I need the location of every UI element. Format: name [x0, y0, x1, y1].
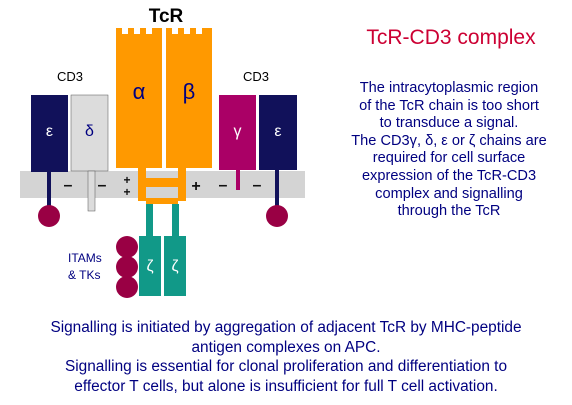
explanation-line: through the TcR	[397, 203, 501, 220]
gamma-symbol: γ	[234, 123, 242, 140]
zeta-right-symbol: ζ	[171, 258, 178, 275]
explanation-line: required for cell surface	[372, 150, 526, 167]
explanation-line: of the TcR chain is too short	[359, 97, 539, 114]
zeta-chain-dimer: ζ ζ	[139, 204, 186, 296]
explanation-line: to transduce a signal.	[379, 115, 519, 132]
itam-balls	[116, 236, 138, 298]
explanation-text: The intracytoplasmic region of the TcR c…	[318, 80, 572, 221]
tks-label: & TKs	[68, 268, 100, 282]
zeta-left-symbol: ζ	[146, 258, 153, 275]
cd3-left-label: CD3	[57, 69, 83, 84]
epsilon-left-symbol: ε	[46, 123, 53, 140]
epsilon-left-knob	[38, 205, 60, 227]
epsilon-right-symbol: ε	[274, 123, 281, 140]
itam-ball	[116, 276, 138, 298]
caption-line: Signalling is initiated by aggregation o…	[50, 319, 522, 336]
cd3-gamma-chain: γ	[219, 95, 256, 190]
beta-symbol: β	[183, 79, 196, 104]
tcr-alpha-chain: α	[116, 28, 162, 201]
tcr-beta-chain: β	[166, 28, 212, 201]
caption-text: Signalling is initiated by aggregation o…	[0, 318, 572, 396]
caption-line: antigen complexes on APC.	[191, 338, 381, 356]
caption-line: Signalling is essential for clonal proli…	[64, 358, 508, 375]
charge-epsilon-right: –	[253, 177, 262, 194]
charge-gamma: –	[219, 177, 228, 194]
tcr-label: TcR	[149, 6, 184, 27]
itam-ball	[116, 236, 138, 258]
delta-symbol: δ	[85, 123, 94, 140]
explanation-line: The intracytoplasmic region	[359, 80, 539, 96]
cd3-epsilon-left-chain: ε	[31, 95, 68, 227]
alpha-symbol: α	[133, 79, 146, 104]
epsilon-right-knob	[266, 205, 288, 227]
explanation-line: expression of the TcR-CD3	[361, 167, 537, 184]
cd3-right-label: CD3	[243, 69, 269, 84]
itam-ball	[116, 256, 138, 278]
cd3-delta-chain: δ	[70, 94, 109, 212]
caption-line: effector T cells, but alone is insuffici…	[74, 377, 498, 395]
cd3-epsilon-right-chain: ε	[259, 95, 297, 227]
explanation-line: The CD3γ, δ, ε or ζ chains are	[351, 132, 547, 149]
tcr-zeta-link	[146, 178, 178, 204]
charge-alpha-2: +	[123, 185, 130, 199]
itams-label: ITAMs	[68, 251, 102, 265]
charge-alpha-1: +	[123, 173, 130, 187]
page-title: TcR-CD3 complex	[366, 26, 536, 49]
charge-epsilon-left: –	[64, 177, 73, 194]
charge-beta: +	[191, 178, 200, 195]
explanation-line: complex and signalling	[375, 185, 523, 202]
charge-delta: –	[98, 177, 107, 194]
